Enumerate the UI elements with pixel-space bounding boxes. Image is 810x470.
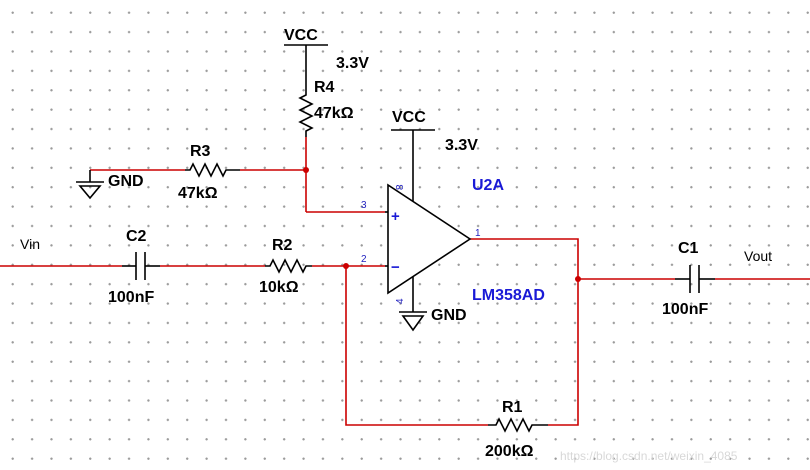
pin-8-number: 8 [395, 184, 406, 190]
pin-3-number: 3 [361, 200, 367, 211]
c1-ref: C1 [678, 240, 699, 257]
opamp-plus-sign: + [391, 208, 400, 225]
r2-value: 10kΩ [259, 279, 299, 296]
wires [0, 137, 810, 426]
junction-inverting [343, 263, 349, 269]
opamp-part: LM358AD [472, 287, 545, 304]
gnd-label-opamp: GND [431, 307, 467, 324]
gnd-label-left: GND [108, 173, 144, 190]
c1-value: 100nF [662, 301, 708, 318]
vcc-voltage-opamp: 3.3V [445, 137, 478, 154]
capacitor-c2: C2 100nF [108, 228, 160, 306]
vcc-voltage-top: 3.3V [336, 55, 369, 72]
resistor-r2: R2 10kΩ [259, 237, 312, 296]
vcc-label-opamp: VCC [392, 109, 426, 126]
net-label-vin: Vin [20, 236, 40, 252]
r1-value: 200kΩ [485, 443, 534, 460]
r4-ref: R4 [314, 79, 335, 96]
junction-output [575, 276, 581, 282]
capacitor-c1: C1 100nF [662, 240, 715, 318]
vcc-symbol-opamp: VCC 3.3V [391, 109, 478, 154]
r4-value: 47kΩ [314, 105, 354, 122]
resistor-r1: R1 200kΩ [485, 399, 548, 460]
pin-1-number: 1 [475, 228, 481, 239]
vcc-label-top: VCC [284, 27, 318, 44]
opamp-minus-sign: − [391, 259, 400, 276]
gnd-symbol-opamp: GND [399, 307, 467, 332]
opamp-ref: U2A [472, 177, 504, 194]
junction-bias [303, 167, 309, 173]
wire-feedback-right [470, 238, 579, 426]
watermark: https://blog.csdn.net/weixin_4085 [560, 449, 738, 463]
vcc-symbol-top: VCC 3.3V [284, 27, 369, 90]
c2-ref: C2 [126, 228, 147, 245]
pin-4-number: 4 [395, 298, 406, 304]
resistor-r3: R3 47kΩ [178, 143, 240, 202]
r1-ref: R1 [502, 399, 523, 416]
junctions [303, 167, 581, 282]
resistor-r4: R4 47kΩ [298, 79, 354, 137]
c2-value: 100nF [108, 289, 154, 306]
gnd-symbol-left: GND [76, 170, 144, 200]
net-label-vout: Vout [744, 248, 772, 264]
pin-2-number: 2 [361, 254, 367, 265]
wire-feedback-left [345, 266, 488, 426]
r3-ref: R3 [190, 143, 211, 160]
r2-ref: R2 [272, 237, 293, 254]
opamp-u2a: + − 3 2 1 8 4 U2A LM358AD [361, 130, 545, 312]
r3-value: 47kΩ [178, 185, 218, 202]
